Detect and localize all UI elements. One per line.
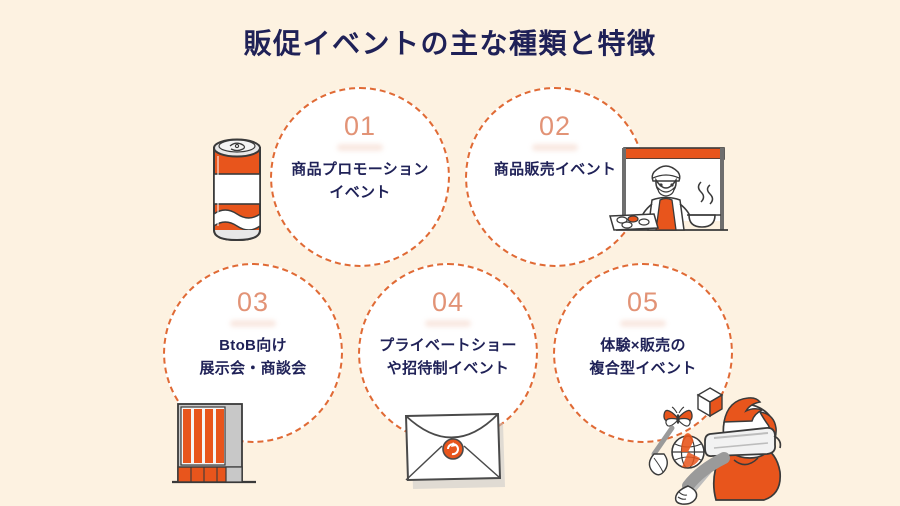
event-number-03: 03 <box>236 287 270 317</box>
event-label-02: 商品販売イベント <box>493 161 617 178</box>
beverage-can-icon <box>198 126 276 250</box>
vr-headset-person-icon <box>648 378 784 505</box>
event-type-card-04[interactable]: 04 プライベートショー や招待制イベント <box>358 263 538 443</box>
exhibition-booth-icon <box>168 388 260 490</box>
event-label-01: 商品プロモーション イベント <box>291 161 429 201</box>
number-underline <box>230 320 276 327</box>
event-number-01: 01 <box>343 111 377 141</box>
number-underline <box>532 144 578 151</box>
page-title: 販促イベントの主な種類と特徴 <box>243 28 657 59</box>
event-type-card-01[interactable]: 01 商品プロモーション イベント <box>270 87 450 267</box>
number-underline <box>620 320 666 327</box>
event-type-card-02[interactable]: 02 商品販売イベント <box>465 87 645 267</box>
event-label-05: 体験×販売の 複合型イベント <box>589 337 697 377</box>
event-number-02: 02 <box>538 111 572 141</box>
number-underline <box>425 320 471 327</box>
event-number-05: 05 <box>626 287 660 317</box>
event-label-03: BtoB向け 展示会・商談会 <box>199 337 307 377</box>
food-stall-icon <box>596 130 728 252</box>
event-type-card-03[interactable]: 03 BtoB向け 展示会・商談会 <box>163 263 343 443</box>
event-number-04: 04 <box>431 287 465 317</box>
event-type-card-05[interactable]: 05 体験×販売の 複合型イベント <box>553 263 733 443</box>
number-underline <box>337 144 383 151</box>
sealed-envelope-icon <box>396 402 508 490</box>
event-label-04: プライベートショー や招待制イベント <box>379 337 517 377</box>
